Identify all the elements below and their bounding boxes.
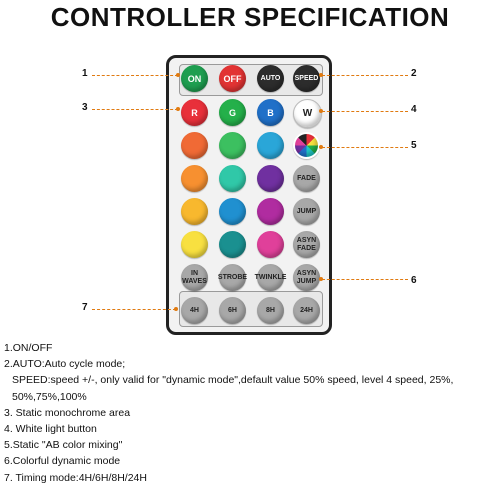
page-title: CONTROLLER SPECIFICATION — [50, 2, 450, 32]
remote-button-r5c2[interactable] — [219, 198, 246, 225]
legend-line-7: 5.Static "AB color mixing" — [4, 439, 123, 452]
callout-5-line — [322, 147, 408, 148]
remote-button-r[interactable]: R — [181, 99, 208, 126]
remote-button-b[interactable]: B — [257, 99, 284, 126]
remote-button-speed[interactable]: SPEED — [293, 65, 320, 92]
remote-button-g[interactable]: G — [219, 99, 246, 126]
callout-3: 3 — [82, 102, 88, 113]
callout-7-line — [92, 309, 176, 310]
remote-button-r5c3[interactable] — [257, 198, 284, 225]
callout-6-dot — [319, 277, 323, 281]
remote-button-r6c2[interactable] — [219, 231, 246, 258]
legend-line-8: 6.Colorful dynamic mode — [4, 455, 121, 468]
remote-button-twinkle[interactable]: TWINKLE — [255, 264, 286, 291]
callout-5-dot — [319, 145, 323, 149]
remote-button-on[interactable]: ON — [181, 65, 208, 92]
callout-3-line — [92, 109, 178, 110]
remote-button-24h[interactable]: 24H — [293, 297, 320, 324]
callout-6-line — [322, 279, 408, 280]
legend-line-3: SPEED:speed +/-, only valid for "dynamic… — [12, 374, 454, 387]
remote-button-r4c2[interactable] — [219, 165, 246, 192]
callout-1-dot — [176, 73, 180, 77]
remote-button-auto[interactable]: AUTO — [257, 65, 284, 92]
remote-button-off[interactable]: OFF — [219, 65, 246, 92]
callout-4-line — [322, 111, 408, 112]
remote-button-r6c3[interactable] — [257, 231, 284, 258]
remote-button-r4c1[interactable] — [181, 165, 208, 192]
remote-button-r6c1[interactable] — [181, 231, 208, 258]
remote-button-asyn-fade[interactable]: ASYN FADE — [293, 231, 320, 258]
remote-button-asyn-jump[interactable]: ASYN JUMP — [293, 264, 320, 291]
legend-line-6: 4. White light button — [4, 423, 97, 436]
callout-2-line — [322, 75, 408, 76]
callout-7: 7 — [82, 302, 88, 313]
remote-button-r5c1[interactable] — [181, 198, 208, 225]
remote-button-8h[interactable]: 8H — [257, 297, 284, 324]
remote-button-strobe[interactable]: STROBE — [218, 264, 247, 291]
callout-4: 4 — [411, 104, 417, 115]
callout-6: 6 — [411, 275, 417, 286]
remote-button-r3c3[interactable] — [257, 132, 284, 159]
remote-button-fade[interactable]: FADE — [293, 165, 320, 192]
callout-7-dot — [174, 307, 178, 311]
callout-1: 1 — [82, 68, 88, 79]
callout-2: 2 — [411, 68, 417, 79]
remote-button-r3c1[interactable] — [181, 132, 208, 159]
remote-button-r4c3[interactable] — [257, 165, 284, 192]
callout-4-dot — [319, 109, 323, 113]
callout-2-dot — [319, 73, 323, 77]
legend-line-5: 3. Static monochrome area — [4, 406, 131, 419]
remote-button-6h[interactable]: 6H — [219, 297, 246, 324]
legend-line-9: 7. Timing mode:4H/6H/8H/24H — [4, 471, 147, 484]
legend-line-2: 2.AUTO:Auto cycle mode; — [4, 358, 126, 371]
ab-color-mixing-button[interactable] — [293, 132, 320, 159]
legend-line-1: 1.ON/OFF — [4, 342, 53, 354]
callout-3-dot — [176, 107, 180, 111]
callout-5: 5 — [411, 140, 417, 151]
remote-button-4h[interactable]: 4H — [181, 297, 208, 324]
remote-button-jump[interactable]: JUMP — [293, 198, 320, 225]
remote-button-r3c2[interactable] — [219, 132, 246, 159]
legend-line-4: 50%,75%,100% — [12, 390, 87, 403]
spec-legend: 1.ON/OFF 2.AUTO:Auto cycle mode; SPEED:s… — [4, 340, 496, 486]
remote-button-in-waves[interactable]: IN WAVES — [181, 264, 208, 291]
remote-button-w[interactable]: W — [293, 99, 322, 128]
callout-1-line — [92, 75, 178, 76]
